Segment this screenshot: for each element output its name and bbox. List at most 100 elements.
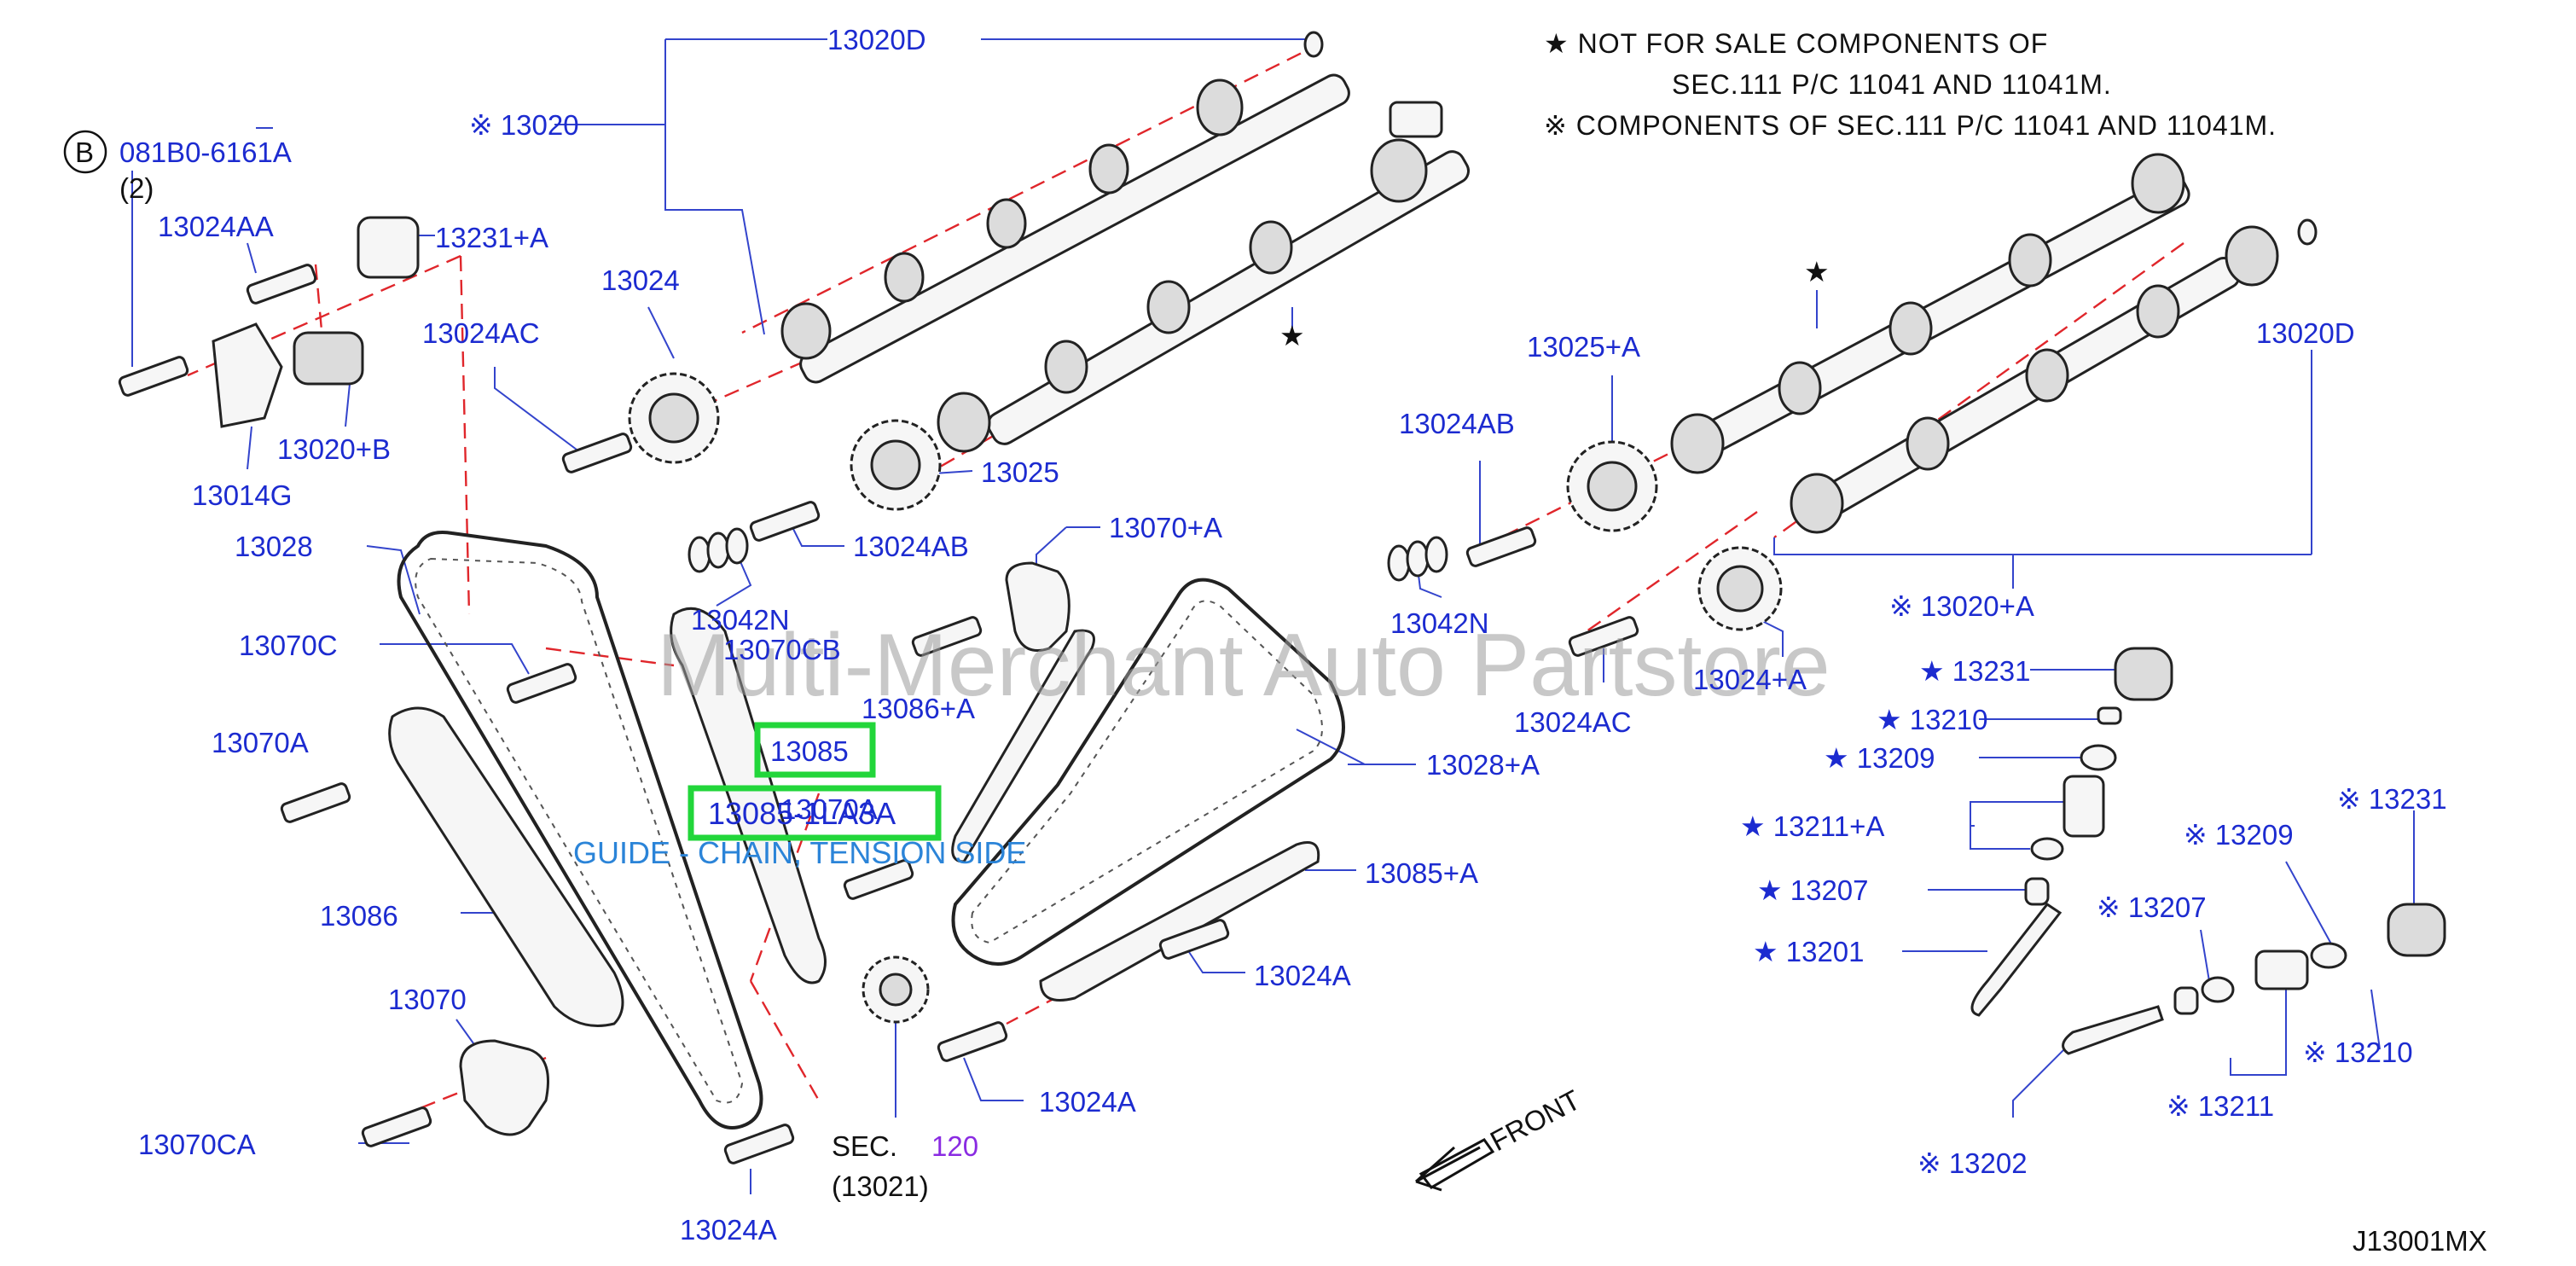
label-13207-star[interactable]: ★ 13207 <box>1757 874 1869 906</box>
bolt-13024AC-right <box>1568 616 1639 657</box>
label-13025A[interactable]: 13025+A <box>1527 331 1640 363</box>
highlight-part-number[interactable]: 13085 <box>770 735 849 767</box>
label-13024AA[interactable]: 13024AA <box>158 211 274 242</box>
highlight-selected-part[interactable]: 13085-1LA3A <box>708 796 896 831</box>
bolt-13070A-mid <box>843 859 914 900</box>
washers-13042N-left <box>688 527 749 573</box>
label-13211A-star[interactable]: ★ 13211+A <box>1740 810 1884 842</box>
label-13086A[interactable]: 13086+A <box>862 693 975 724</box>
camshaft-upper-right <box>1670 153 2190 474</box>
guide-13086A <box>951 629 1095 863</box>
label-13085A[interactable]: 13085+A <box>1365 857 1478 889</box>
callout-part[interactable]: 081B0-6161A <box>119 136 292 168</box>
label-sec-number[interactable]: 120 <box>931 1130 978 1162</box>
bolt-13024AA <box>246 264 317 305</box>
label-13024AC-right[interactable]: 13024AC <box>1514 706 1632 738</box>
sprocket-13024 <box>628 372 720 464</box>
highlight-box-selected <box>688 785 942 841</box>
label-13202-ref[interactable]: ※ 13202 <box>1917 1147 2028 1179</box>
note-line2: SEC.111 P/C 11041 AND 11041M. <box>1672 69 2112 100</box>
bolt-13070A-left <box>280 782 351 823</box>
label-13070CA[interactable]: 13070CA <box>138 1129 256 1160</box>
label-13025[interactable]: 13025 <box>981 456 1059 488</box>
washers-13042N-right <box>1387 536 1448 582</box>
callout-letter: B <box>75 136 94 168</box>
tensioner-13070 <box>459 1039 549 1136</box>
highlight-box-13085 <box>754 722 876 778</box>
label-13211-ref[interactable]: ※ 13211 <box>2167 1090 2274 1122</box>
sprocket-crank <box>862 955 930 1024</box>
bolt-13070CB <box>911 616 983 657</box>
label-star-a: ★ <box>1279 320 1305 351</box>
label-13024[interactable]: 13024 <box>601 264 680 296</box>
label-13209-ref[interactable]: ※ 13209 <box>2184 819 2294 851</box>
note-line1: ★ NOT FOR SALE COMPONENTS OF <box>1544 28 2048 59</box>
valve-train-ref <box>2062 903 2446 1055</box>
bolts <box>118 264 1639 1164</box>
bolt-13024AB-left <box>749 501 821 542</box>
camshaft-lower-right <box>1790 218 2318 534</box>
label-13028A[interactable]: 13028+A <box>1426 749 1540 781</box>
bolt-13024AC-left <box>561 433 633 473</box>
label-13209-star[interactable]: ★ 13209 <box>1824 742 1935 774</box>
note-line3: ※ COMPONENTS OF SEC.111 P/C 11041 AND 11… <box>1544 110 2277 141</box>
guide-13085A <box>1039 841 1320 1002</box>
bolt-13024AB-right <box>1465 526 1537 567</box>
sprocket-13025 <box>850 419 942 511</box>
label-13201-star[interactable]: ★ 13201 <box>1753 936 1865 967</box>
highlight-caption: GUIDE - CHAIN, TENSION SIDE <box>573 835 1026 870</box>
label-13210-ref[interactable]: ※ 13210 <box>2303 1037 2413 1068</box>
label-13042N-left[interactable]: 13042N <box>691 604 790 636</box>
label-13231-star[interactable]: ★ 13231 <box>1919 655 2031 687</box>
label-13231A-left[interactable]: 13231+A <box>435 222 548 253</box>
guide-13085 <box>670 607 827 984</box>
label-13024A-bottom[interactable]: 13024A <box>680 1214 777 1246</box>
bolt-081B0 <box>118 356 189 397</box>
label-13070A-mid[interactable]: 13070+A <box>1109 512 1222 543</box>
label-13024A-mid[interactable]: 13024A <box>1254 960 1351 991</box>
label-13028[interactable]: 13028 <box>235 531 313 562</box>
label-13070A-overlap[interactable]: 13070A <box>780 793 878 825</box>
label-13086[interactable]: 13086 <box>320 900 398 932</box>
label-star-b: ★ <box>1804 256 1830 287</box>
label-13020D-top[interactable]: 13020D <box>827 24 926 55</box>
diagram-code: J13001MX <box>2353 1225 2487 1257</box>
label-13024A-plus[interactable]: 13024+A <box>1693 664 1807 695</box>
label-13024A-lower[interactable]: 13024A <box>1039 1086 1136 1118</box>
callout-circle <box>63 130 107 174</box>
callout-qty: (2) <box>119 172 154 204</box>
watermark: Multi-Merchant Auto Partstore <box>657 616 1830 715</box>
label-13042N-right[interactable]: 13042N <box>1390 607 1489 639</box>
bolt-13024A-mid <box>1158 919 1230 960</box>
label-13024AB-right[interactable]: 13024AB <box>1399 408 1515 439</box>
camshaft-lower-left <box>937 101 1471 453</box>
label-13070CB[interactable]: 13070CB <box>723 634 841 665</box>
bolt-13024A-lower <box>937 1021 1008 1062</box>
bolt-13024A-bottom <box>723 1124 795 1164</box>
label-13014G[interactable]: 13014G <box>192 479 292 511</box>
label-13070A-left[interactable]: 13070A <box>212 727 309 758</box>
label-13070C[interactable]: 13070C <box>239 630 338 661</box>
label-13231-ref[interactable]: ※ 13231 <box>2337 783 2447 815</box>
label-13070[interactable]: 13070 <box>388 984 467 1015</box>
chain-13028 <box>397 531 763 1130</box>
camshaft-upper-left <box>780 31 1350 384</box>
bolt-13070CA <box>361 1106 432 1147</box>
label-sec: SEC. <box>832 1130 897 1162</box>
chain-13028A <box>951 578 1345 966</box>
label-front: FRONT <box>1485 1083 1586 1157</box>
label-13207-ref[interactable]: ※ 13207 <box>2097 891 2207 923</box>
tensioner-13020B <box>212 216 420 428</box>
label-13210-star[interactable]: ★ 13210 <box>1877 704 1988 735</box>
guide-13086 <box>388 706 624 1027</box>
label-13020[interactable]: ※ 13020 <box>469 109 579 141</box>
label-13024AB-left[interactable]: 13024AB <box>853 531 969 562</box>
sprocket-13024A-plus <box>1697 546 1783 631</box>
label-13020D-right[interactable]: 13020D <box>2256 317 2355 349</box>
valve-train-star <box>1970 647 2173 1017</box>
bolt-13070C <box>506 663 577 704</box>
label-13020B[interactable]: 13020+B <box>277 433 391 465</box>
label-13024AC-left[interactable]: 13024AC <box>422 317 540 349</box>
label-13020A[interactable]: ※ 13020+A <box>1889 590 2034 622</box>
